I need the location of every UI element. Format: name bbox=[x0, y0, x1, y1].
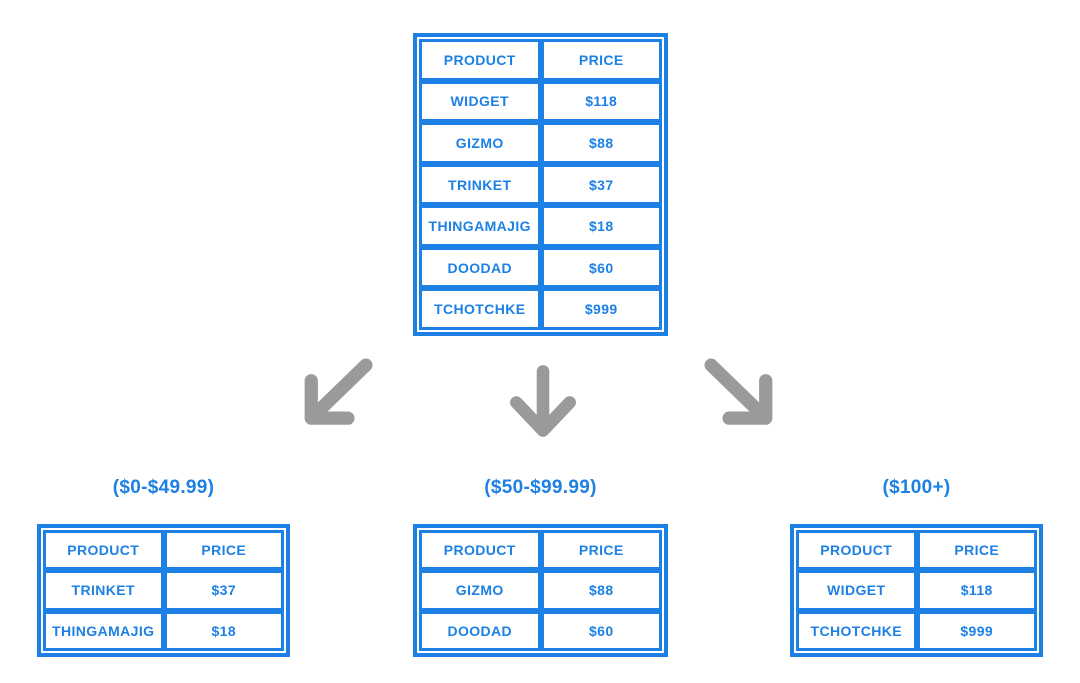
product-cell: GIZMO bbox=[419, 570, 541, 611]
product-cell: THINGAMAJIG bbox=[419, 205, 541, 247]
table-row: DOODAD $60 bbox=[419, 610, 662, 651]
header-price-cell: PRICE bbox=[163, 530, 284, 571]
header-product-cell: PRODUCT bbox=[419, 39, 541, 81]
price-cell: $999 bbox=[540, 288, 662, 331]
header-product-cell: PRODUCT bbox=[796, 530, 917, 571]
price-cell: $88 bbox=[540, 570, 662, 611]
price-cell: $88 bbox=[540, 122, 662, 164]
table-row: DOODAD $60 bbox=[419, 246, 662, 289]
table-row: WIDGET $118 bbox=[796, 570, 1037, 611]
product-cell: TRINKET bbox=[419, 163, 541, 206]
product-cell: GIZMO bbox=[419, 122, 541, 164]
table-header-row: PRODUCT PRICE bbox=[419, 530, 662, 571]
table-header-row: PRODUCT PRICE bbox=[43, 530, 284, 571]
main-price-table: PRODUCT PRICE WIDGET $118 GIZMO $88 TRIN… bbox=[413, 33, 668, 336]
arrow-down-left-icon bbox=[298, 352, 376, 436]
price-cell: $18 bbox=[163, 610, 284, 651]
price-cell: $18 bbox=[540, 205, 662, 247]
table-header-row: PRODUCT PRICE bbox=[796, 530, 1037, 571]
product-cell: TCHOTCHKE bbox=[419, 288, 541, 331]
table-row: TRINKET $37 bbox=[43, 570, 284, 611]
partition-table-high: PRODUCT PRICE WIDGET $118 TCHOTCHKE $999 bbox=[790, 524, 1043, 657]
header-product-cell: PRODUCT bbox=[43, 530, 164, 571]
arrow-down-icon bbox=[506, 358, 580, 444]
product-cell: THINGAMAJIG bbox=[43, 610, 164, 651]
table-row: TCHOTCHKE $999 bbox=[419, 288, 662, 331]
product-cell: WIDGET bbox=[796, 570, 917, 611]
price-cell: $118 bbox=[916, 570, 1037, 611]
price-cell: $60 bbox=[540, 246, 662, 289]
header-price-cell: PRICE bbox=[540, 530, 662, 571]
partition-table-low: PRODUCT PRICE TRINKET $37 THINGAMAJIG $1… bbox=[37, 524, 290, 657]
product-cell: DOODAD bbox=[419, 246, 541, 289]
price-cell: $999 bbox=[916, 610, 1037, 651]
header-price-cell: PRICE bbox=[540, 39, 662, 81]
price-cell: $37 bbox=[163, 570, 284, 611]
product-cell: WIDGET bbox=[419, 80, 541, 123]
partition-label-mid: ($50-$99.99) bbox=[484, 477, 597, 498]
table-row: WIDGET $118 bbox=[419, 80, 662, 123]
header-product-cell: PRODUCT bbox=[419, 530, 541, 571]
table-row: GIZMO $88 bbox=[419, 122, 662, 164]
header-price-cell: PRICE bbox=[916, 530, 1037, 571]
partition-label-low: ($0-$49.99) bbox=[112, 477, 215, 498]
product-cell: DOODAD bbox=[419, 610, 541, 651]
product-cell: TCHOTCHKE bbox=[796, 610, 917, 651]
table-row: TRINKET $37 bbox=[419, 163, 662, 206]
table-row: THINGAMAJIG $18 bbox=[419, 205, 662, 247]
table-header-row: PRODUCT PRICE bbox=[419, 39, 662, 81]
table-row: THINGAMAJIG $18 bbox=[43, 610, 284, 651]
table-row: GIZMO $88 bbox=[419, 570, 662, 611]
arrow-down-right-icon bbox=[701, 352, 779, 436]
partition-table-mid: PRODUCT PRICE GIZMO $88 DOODAD $60 bbox=[413, 524, 668, 657]
price-cell: $118 bbox=[540, 80, 662, 123]
price-cell: $37 bbox=[540, 163, 662, 206]
product-cell: TRINKET bbox=[43, 570, 164, 611]
table-row: TCHOTCHKE $999 bbox=[796, 610, 1037, 651]
price-cell: $60 bbox=[540, 610, 662, 651]
partition-label-high: ($100+) bbox=[882, 477, 951, 498]
